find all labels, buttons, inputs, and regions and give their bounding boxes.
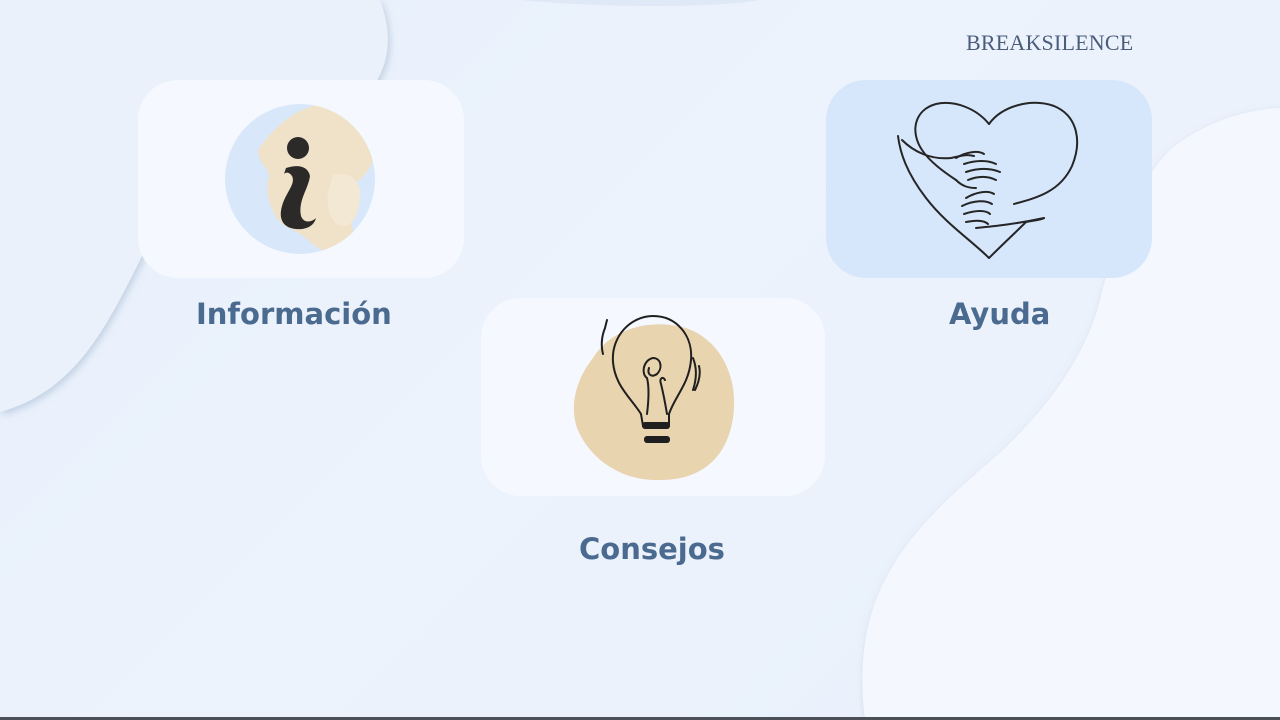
info-icon	[225, 104, 375, 254]
help-card[interactable]	[826, 80, 1152, 278]
info-card[interactable]	[138, 80, 464, 278]
tips-card[interactable]	[481, 298, 825, 496]
help-label[interactable]: Ayuda	[949, 297, 1051, 331]
heart-hug-icon	[897, 101, 1079, 259]
info-label[interactable]: Información	[196, 297, 392, 331]
brand-logo: BREAKSILENCE	[966, 30, 1134, 55]
tips-label[interactable]: Consejos	[579, 532, 725, 566]
bottom-border	[0, 717, 1280, 720]
lightbulb-icon	[573, 315, 735, 481]
